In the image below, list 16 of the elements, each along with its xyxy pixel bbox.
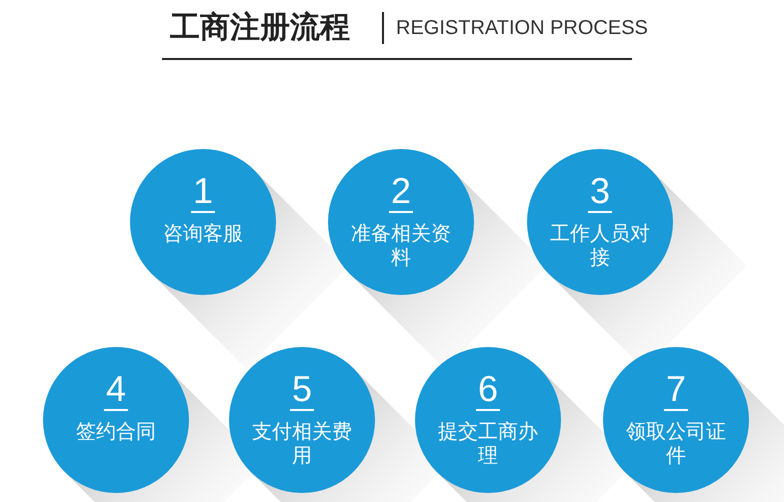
- step-number: 1: [190, 171, 216, 213]
- step-number: 4: [104, 369, 128, 411]
- step-label: 签约合同: [75, 419, 157, 443]
- step-number: 7: [664, 369, 688, 411]
- step-number: 2: [388, 171, 414, 213]
- step-number: 6: [476, 369, 500, 411]
- step-label: 准备相关资料: [351, 221, 451, 269]
- step-label: 提交工商办理: [438, 419, 538, 467]
- subtitle: REGISTRATION PROCESS: [396, 16, 648, 41]
- step-label: 领取公司证件: [626, 419, 726, 467]
- step-label: 咨询客服: [162, 221, 244, 245]
- step-number: 5: [290, 369, 314, 411]
- title: 工商注册流程: [170, 9, 350, 47]
- step-label: 支付相关费用: [252, 419, 352, 467]
- step-number: 3: [588, 171, 612, 213]
- step-label: 工作人员对接: [550, 221, 650, 269]
